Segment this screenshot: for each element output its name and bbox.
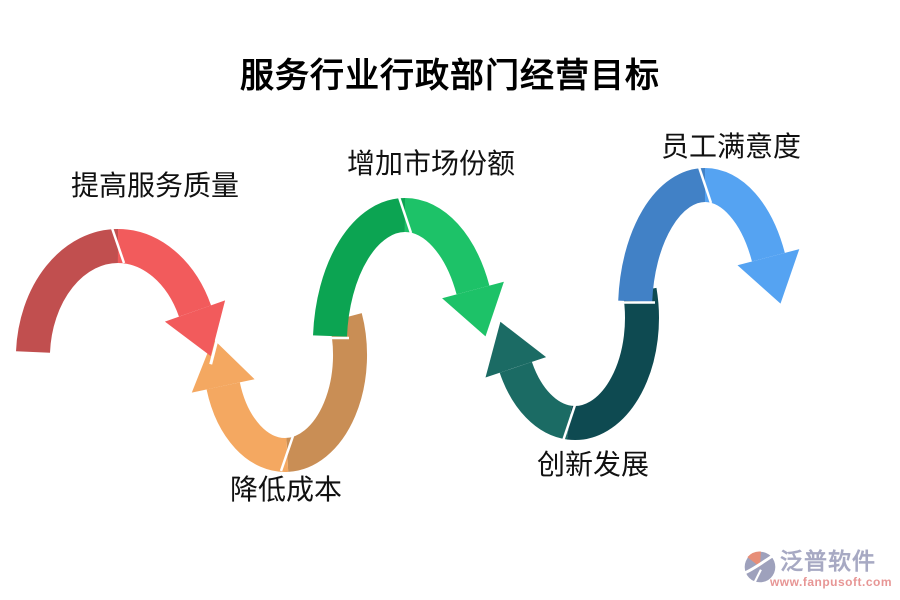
logo-pink-wedge: [747, 551, 761, 567]
watermark: 泛普软件 www.fanpusoft.com: [742, 548, 892, 592]
innovation-arc-seam-line: [561, 404, 577, 442]
cost-arc-left-segment: [206, 382, 289, 472]
employee-apex-seam-line: [697, 166, 713, 204]
label-employee-satisfaction: 员工满意度: [660, 131, 801, 162]
watermark-url: www.fanpusoft.com: [769, 575, 892, 589]
label-increase-market-share: 增加市场份额: [346, 148, 515, 179]
market-apex-seam-line: [397, 196, 413, 234]
market-down-arrowhead-icon: [442, 281, 504, 337]
label-reduce-cost: 降低成本: [229, 474, 342, 505]
market-innovation-arrow-seam-line: [483, 281, 508, 346]
employee-down-arrowhead-icon: [737, 249, 800, 304]
logo-swoosh: [743, 554, 775, 575]
quality-arc-right-segment: [117, 229, 212, 318]
quality-cost-arrow-seam-line: [209, 300, 229, 365]
innovation-up-arrowhead-icon: [485, 321, 547, 378]
watermark-brand: 泛普软件: [780, 548, 876, 574]
label-improve-service-quality: 提高服务质量: [70, 170, 239, 201]
cost-arc-right-segment: [285, 313, 368, 472]
fanpu-logo-icon: [743, 551, 776, 585]
employee-arc-right-segment: [703, 168, 785, 262]
market-arc-left-segment: [313, 197, 406, 337]
quality-apex-seam-line: [110, 227, 126, 264]
cost-arc-seam-line: [279, 435, 295, 472]
innovation-arc-right-segment: [566, 287, 659, 440]
logo-swoosh-2: [752, 569, 762, 585]
diagram-title: 服务行业行政部门经营目标: [240, 57, 660, 95]
innovation-arc-left-segment: [499, 361, 573, 440]
quality-arc-left-segment: [16, 228, 119, 354]
market-arc-right-segment: [404, 197, 490, 295]
cost-up-arrowhead-icon: [191, 338, 255, 393]
label-innovative-development: 创新发展: [536, 449, 649, 480]
quality-down-arrowhead-icon: [164, 300, 226, 357]
employee-arc-left-segment: [618, 168, 707, 303]
